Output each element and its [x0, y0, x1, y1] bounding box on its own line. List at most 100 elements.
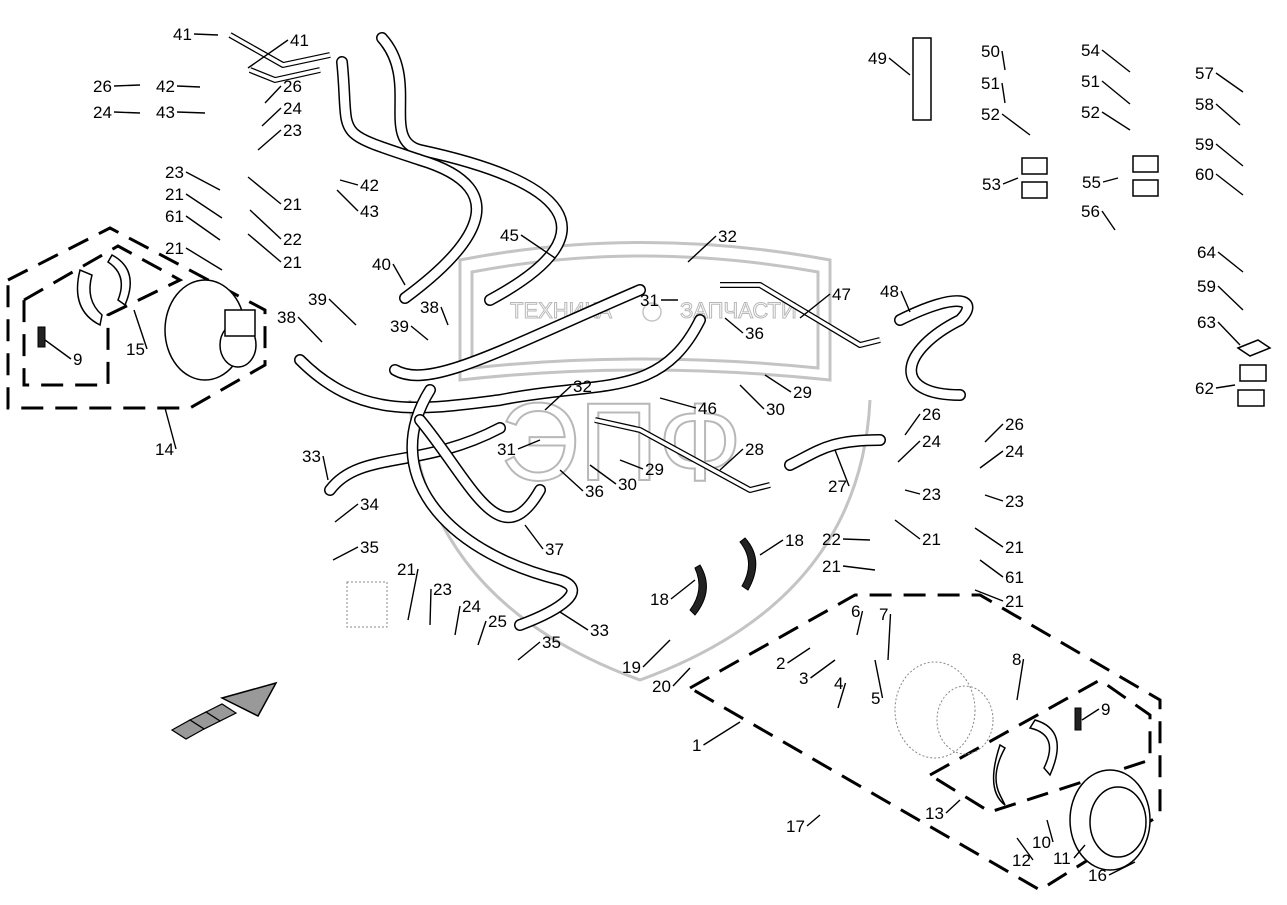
leader-line [1217, 251, 1244, 273]
callout-29: 29 [764, 374, 812, 402]
assembly-13-outline [927, 678, 1152, 814]
callout-57: 57 [1195, 64, 1244, 93]
callout-16: 16 [1088, 861, 1136, 885]
callout-23: 23 [904, 485, 941, 504]
callout-9: 9 [1081, 700, 1110, 721]
leader-line [1016, 658, 1025, 701]
direction-arrow-icon [170, 681, 278, 740]
leader-line [724, 317, 744, 334]
callout-30: 30 [589, 464, 637, 494]
clamp-62 [1237, 364, 1267, 407]
callout-23: 23 [257, 121, 302, 151]
callout-33: 33 [302, 447, 329, 481]
callout-label: 23 [433, 580, 452, 599]
callout-label: 29 [645, 460, 664, 479]
callout-32: 32 [687, 227, 737, 263]
callout-48: 48 [880, 282, 911, 313]
callout-label: 27 [828, 477, 847, 496]
callout-label: 31 [640, 291, 659, 310]
callout-label: 26 [93, 77, 112, 96]
callout-43: 43 [336, 189, 379, 221]
leader-line [1001, 50, 1006, 71]
callout-47: 47 [799, 285, 851, 319]
callout-37: 37 [524, 524, 564, 559]
callout-label: 17 [786, 817, 805, 836]
leader-line [544, 385, 572, 411]
brake-shoes-left [76, 253, 131, 327]
leader-line [517, 641, 541, 661]
callout-label: 11 [1053, 849, 1071, 868]
callout-label: 36 [585, 482, 604, 501]
callout-21: 21 [247, 233, 302, 272]
callout-13: 13 [925, 799, 961, 823]
leader-line [1101, 210, 1116, 231]
callout-label: 14 [155, 440, 174, 459]
leader-line [619, 459, 644, 470]
callout-24: 24 [261, 99, 302, 127]
callout-label: 22 [283, 230, 302, 249]
leader-line [900, 290, 911, 313]
callout-31: 31 [497, 439, 541, 459]
leader-line [974, 589, 1004, 602]
callout-21: 21 [974, 527, 1024, 557]
leader-line [328, 298, 357, 326]
callout-label: 54 [1081, 41, 1100, 60]
leader-line [559, 469, 584, 492]
callout-26: 26 [984, 415, 1024, 443]
callout-label: 12 [1012, 851, 1031, 870]
callout-label: 1 [692, 736, 701, 755]
callout-36: 36 [559, 469, 604, 501]
leader-line [888, 57, 911, 76]
pipe-47 [720, 282, 881, 348]
callout-24: 24 [979, 442, 1024, 469]
hose-37 [414, 414, 546, 524]
callout-label: 10 [1032, 833, 1051, 852]
callout-label: 7 [879, 605, 888, 624]
callout-46: 46 [659, 397, 717, 418]
leader-line [185, 215, 221, 241]
leader-line [810, 659, 836, 679]
leader-line [1102, 177, 1119, 183]
callout-30: 30 [739, 384, 785, 419]
hose-48 [894, 295, 974, 401]
leader-line [477, 620, 487, 646]
callout-label: 61 [165, 207, 184, 226]
callout-label: 24 [462, 597, 481, 616]
leader-line [334, 503, 359, 523]
callout-42: 42 [156, 77, 201, 96]
leader-line [984, 423, 1004, 443]
leader-line [1215, 103, 1241, 126]
leader-line [261, 107, 282, 127]
leader-line [410, 325, 429, 341]
callout-38: 38 [420, 298, 449, 326]
leader-line [524, 524, 544, 550]
callout-label: 35 [542, 633, 561, 652]
callout-55: 55 [1082, 173, 1119, 192]
callout-label: 60 [1195, 165, 1214, 184]
leader-line [719, 448, 744, 471]
callout-15: 15 [126, 309, 148, 359]
leader-line [440, 306, 449, 326]
leader-line [1001, 82, 1006, 104]
wheel-hub-left [164, 279, 257, 381]
callout-label: 36 [745, 324, 764, 343]
brake-pad-segment-18b [739, 537, 757, 591]
callout-26: 26 [93, 77, 141, 96]
wheel-hub-right [894, 661, 994, 759]
leader-line [1101, 80, 1131, 105]
callout-39: 39 [308, 290, 357, 326]
hose-40 [336, 56, 483, 304]
hose-45 [376, 32, 568, 306]
callout-21: 21 [894, 519, 941, 549]
callout-label: 9 [73, 350, 82, 369]
leader-line [672, 667, 691, 687]
callout-label: 62 [1195, 379, 1214, 398]
brake-drum-11 [1069, 769, 1151, 871]
callout-60: 60 [1195, 165, 1244, 196]
callout-38: 38 [277, 308, 323, 343]
leader-line [874, 659, 884, 699]
callout-27: 27 [828, 449, 850, 496]
leader-line [904, 413, 921, 436]
callout-label: 56 [1081, 202, 1100, 221]
callout-label: 38 [420, 298, 439, 317]
